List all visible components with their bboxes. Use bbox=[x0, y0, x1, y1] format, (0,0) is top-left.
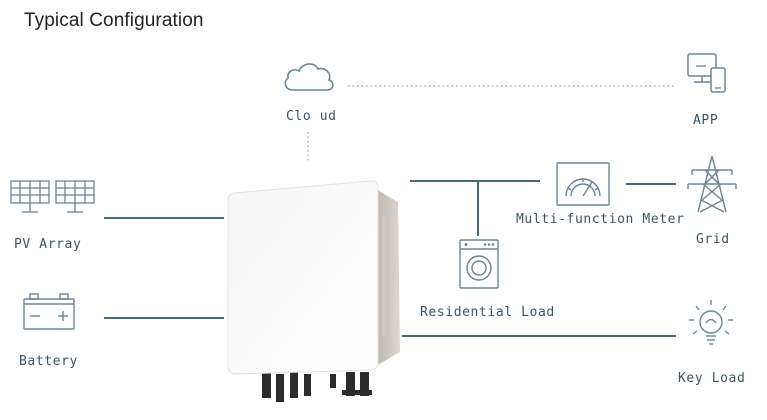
app-label: APP bbox=[693, 113, 719, 128]
residential-load-label: Residential Load bbox=[420, 305, 555, 320]
grid-label: Grid bbox=[696, 232, 730, 247]
solar-panel-icon bbox=[10, 180, 95, 213]
pv-array-label: PV Array bbox=[14, 237, 82, 252]
meter-icon bbox=[556, 162, 610, 206]
app-devices-icon bbox=[687, 53, 726, 93]
cloud-label: Clo ud bbox=[286, 109, 337, 124]
battery-icon bbox=[23, 293, 75, 330]
key-load-label: Key Load bbox=[678, 371, 746, 386]
meter-label: Multi-function Meter bbox=[516, 212, 685, 227]
page-title: Typical Configuration bbox=[24, 10, 204, 31]
battery-label: Battery bbox=[19, 354, 78, 369]
power-tower-icon bbox=[687, 155, 737, 213]
cloud-icon bbox=[284, 63, 334, 91]
light-bulb-icon bbox=[689, 300, 733, 345]
inverter-icon bbox=[227, 180, 400, 402]
washing-machine-icon bbox=[459, 239, 499, 289]
